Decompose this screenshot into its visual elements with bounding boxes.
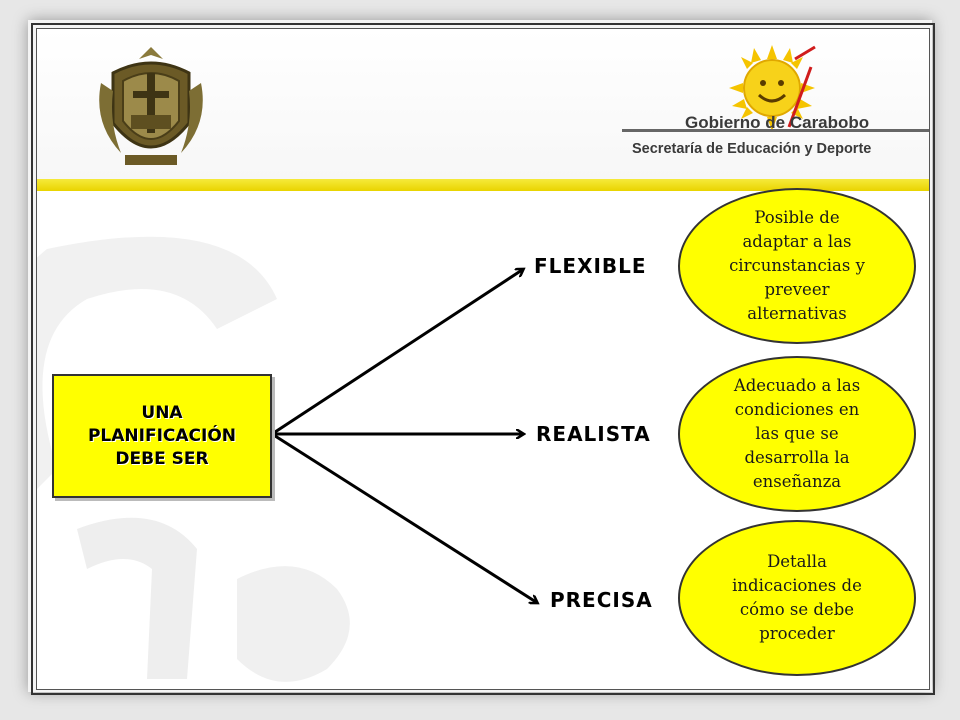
root-node: UNA PLANIFICACIÓN DEBE SER xyxy=(52,374,272,498)
root-node-label: UNA PLANIFICACIÓN DEBE SER xyxy=(87,402,237,469)
yellow-band xyxy=(37,179,929,191)
arrow-flexible xyxy=(271,270,522,436)
org-subtitle: Secretaría de Educación y Deporte xyxy=(632,141,872,157)
description-precisa-text: Detalla indicaciones de cómo se debe pro… xyxy=(732,552,862,643)
branch-label-realista: REALISTA xyxy=(536,422,651,446)
description-realista: Adecuado a las condiciones en las que se… xyxy=(678,356,916,512)
header-divider xyxy=(622,129,929,132)
arrow-precisa xyxy=(271,432,536,602)
coat-of-arms-icon xyxy=(99,47,203,165)
description-flexible: Posible de adaptar a las circunstancias … xyxy=(678,188,916,344)
description-precisa: Detalla indicaciones de cómo se debe pro… xyxy=(678,520,916,676)
watermark-swirl-icon xyxy=(37,236,277,489)
org-name: Gobierno de Carabobo xyxy=(685,113,870,132)
watermark-letters-icon xyxy=(77,517,350,682)
header: Gobierno de Carabobo Secretaría de Educa… xyxy=(37,29,929,179)
sun-logo-icon xyxy=(729,45,816,131)
branch-label-precisa: PRECISA xyxy=(550,588,653,612)
branch-label-flexible: FLEXIBLE xyxy=(534,254,647,278)
description-realista-text: Adecuado a las condiciones en las que se… xyxy=(733,376,861,491)
description-flexible-text: Posible de adaptar a las circunstancias … xyxy=(729,208,865,323)
